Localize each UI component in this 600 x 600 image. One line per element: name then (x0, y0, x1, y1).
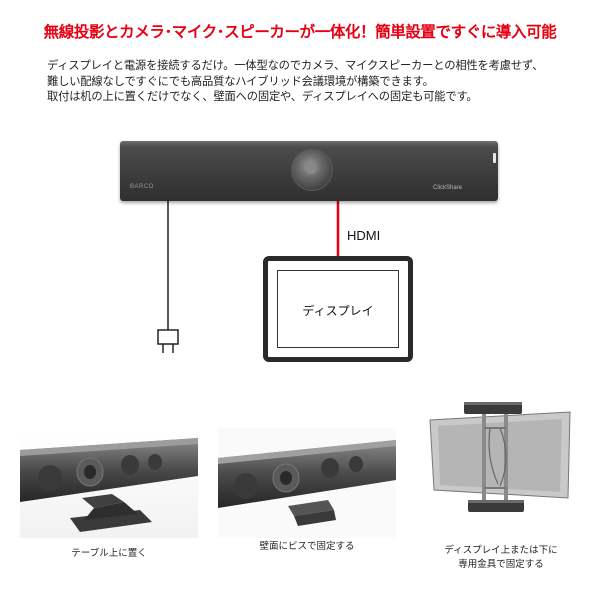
caption-display-mount-line-1: ディスプレイ上または下に (444, 545, 558, 556)
photo-table-mount (20, 428, 198, 538)
hdmi-label: HDMI (347, 228, 381, 243)
display-monitor (263, 256, 413, 362)
description: ディスプレイと電源を接続するだけ。一体型なのでカメラ、マイクスピーカーとの相性を… (47, 58, 587, 105)
headline: 無線投影とカメラ･マイク･スピーカーが一体化！簡単設置ですぐに導入可能 (43, 23, 557, 41)
caption-table-mount: テーブル上に置く (71, 548, 147, 559)
display-screen (277, 270, 399, 348)
display-label: ディスプレイ (302, 304, 374, 318)
photo-wall-mount (218, 428, 396, 538)
brand-logo-right: ClickShare (433, 185, 463, 191)
photo-display-mount (420, 398, 582, 518)
power-plug-icon (157, 329, 179, 353)
description-line-2: 難しい配線なしですぐにでも高品質なハイブリッド会議環境が構築できます。 (47, 74, 434, 88)
description-line-1: ディスプレイと電源を接続するだけ。一体型なのでカメラ、マイクスピーカーとの相性を… (47, 59, 544, 72)
brand-logo-left: BARCO (130, 184, 154, 190)
caption-wall-mount: 壁面にビスで固定する (259, 541, 355, 552)
caption-display-mount-line-2: 専用金具で固定する (458, 559, 544, 570)
camera-lens-icon (291, 149, 333, 191)
caption-display-mount: ディスプレイ上または下に 専用金具で固定する (420, 544, 582, 572)
status-led (493, 153, 496, 163)
description-line-3: 取付は机の上に置くだけでなく、壁面への固定や、ディスプレイへの固定も可能です。 (47, 90, 478, 103)
video-bar-device: BARCO ClickShare (120, 141, 498, 201)
